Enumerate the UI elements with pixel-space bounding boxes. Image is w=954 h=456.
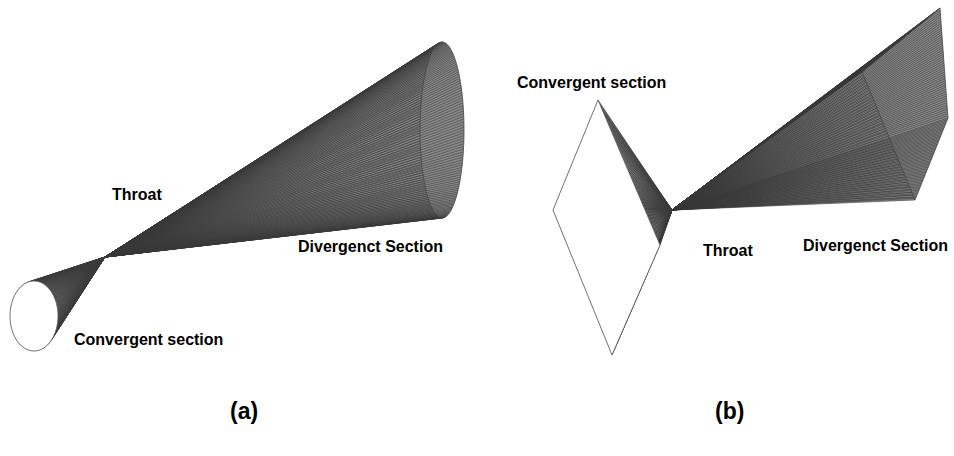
part-label: Throat (701, 242, 755, 260)
mesh-line (105, 64, 457, 257)
mesh-line (105, 54, 453, 257)
rectangular-nozzle (553, 8, 948, 355)
mesh-line (672, 70, 944, 210)
mesh-line (105, 53, 453, 257)
mesh-line (105, 105, 463, 257)
circular-nozzle (10, 42, 464, 351)
mesh-line (105, 48, 450, 257)
mesh-line (105, 152, 463, 257)
mesh-line (105, 57, 454, 257)
part-label: Convergent section (515, 74, 668, 92)
mesh-line (105, 83, 461, 257)
part-label: Convergent section (72, 331, 225, 349)
mesh-line (672, 10, 940, 210)
mesh-line (105, 108, 463, 257)
mesh-line (651, 210, 672, 223)
mesh-line (105, 114, 464, 257)
mesh-line (672, 89, 946, 210)
mesh-line (105, 119, 464, 257)
mesh-line (105, 98, 462, 257)
mesh-line (105, 49, 451, 257)
mesh-line (105, 70, 458, 257)
mesh-line (105, 81, 460, 257)
mesh-line (105, 124, 464, 257)
mesh-line (672, 81, 945, 210)
mesh-line (105, 95, 462, 257)
mesh-line (105, 88, 461, 257)
mesh-line (105, 103, 463, 257)
mesh-line (672, 109, 947, 210)
part-label: Divergenct Section (296, 238, 445, 256)
mesh-line (654, 210, 672, 231)
mesh-line (105, 78, 460, 257)
mesh-line (672, 114, 948, 210)
mesh-line (105, 100, 463, 257)
mesh-line (105, 76, 459, 257)
mesh-line (646, 210, 672, 212)
mesh-line (105, 56, 454, 257)
divergent-surface (672, 8, 948, 210)
mesh-line (40, 257, 105, 282)
part-label: Divergenct Section (801, 237, 950, 255)
mesh-line (672, 107, 947, 210)
mesh-line (672, 63, 944, 210)
mesh-line (672, 8, 940, 210)
mesh-line (672, 65, 944, 210)
mesh-line (105, 127, 464, 257)
convergent-surface (553, 100, 672, 355)
mesh-line (672, 76, 945, 210)
mesh-line (105, 116, 464, 257)
outlet-rim (862, 8, 948, 200)
inlet-face (553, 100, 660, 355)
mesh-line (105, 122, 464, 257)
mesh-line (105, 167, 462, 257)
mesh-line (105, 52, 452, 257)
mesh-line (105, 68, 458, 257)
mesh-line (105, 162, 462, 257)
mesh-line (672, 83, 945, 210)
mesh-line (105, 74, 459, 257)
mesh-line (672, 72, 945, 210)
mesh-lines (10, 42, 464, 351)
mesh-line (105, 111, 463, 257)
mesh-line (672, 67, 944, 210)
inlet-face (10, 281, 58, 351)
mesh-line (105, 59, 455, 257)
mesh-line (105, 50, 451, 257)
mesh-line (105, 62, 456, 257)
mesh-line (105, 45, 448, 257)
mesh-line (672, 74, 945, 210)
mesh-line (105, 72, 459, 257)
mesh-line (672, 87, 946, 210)
mesh-line (672, 78, 945, 210)
part-label: Throat (110, 186, 164, 204)
mesh-line (105, 90, 462, 257)
mesh-line (672, 103, 947, 210)
figure-label: (b) (713, 398, 746, 424)
divergent-surface (105, 42, 464, 257)
mesh-line (105, 85, 461, 257)
mesh-line (105, 60, 455, 257)
figure-label: (a) (228, 398, 260, 424)
mesh-line (105, 66, 457, 257)
mesh-line (672, 85, 946, 210)
mesh-line (105, 45, 447, 257)
mesh-lines (553, 8, 948, 355)
mesh-line (657, 210, 672, 238)
mesh-line (58, 257, 105, 314)
mesh-line (105, 179, 460, 257)
mesh-line (672, 96, 946, 210)
mesh-line (105, 177, 461, 257)
outlet-rim (420, 42, 464, 218)
mesh-line (105, 47, 449, 257)
mesh-line (105, 93, 462, 257)
